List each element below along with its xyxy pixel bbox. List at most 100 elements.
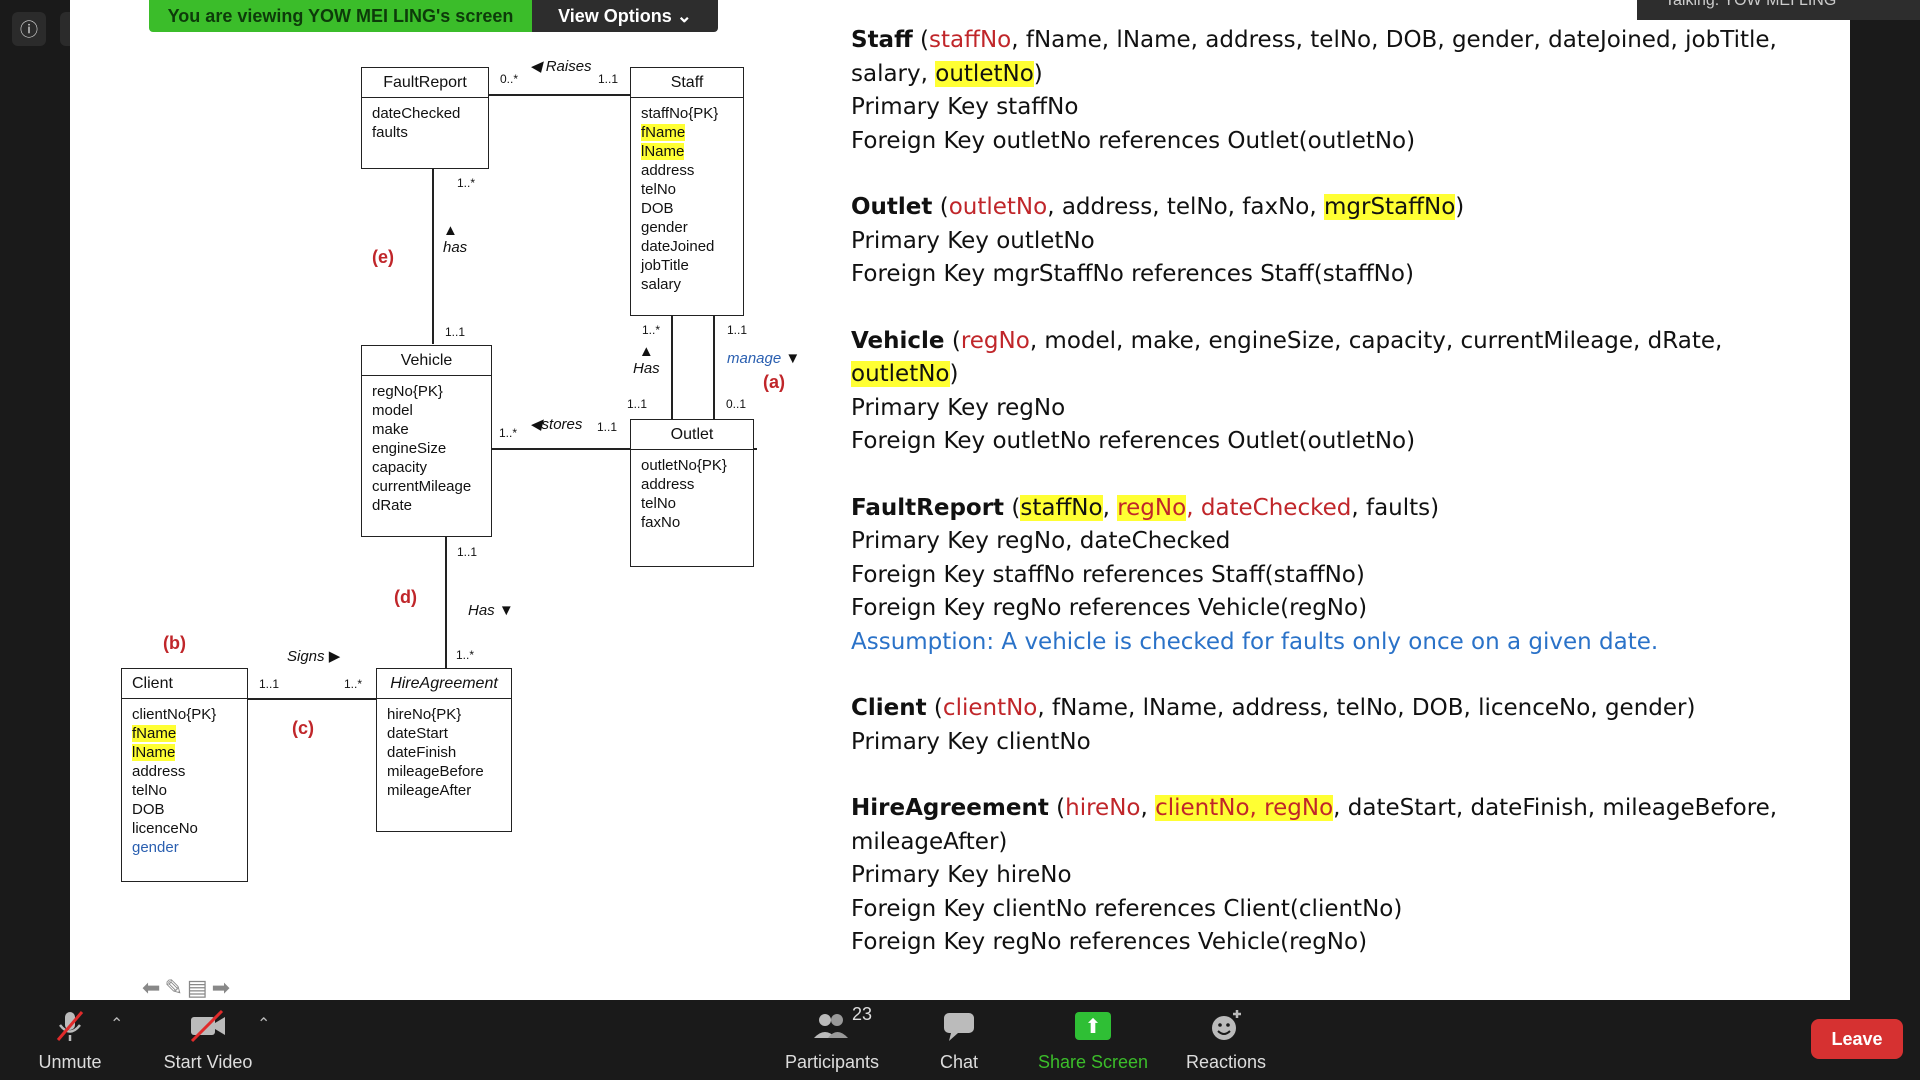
attr: staffNo{PK} (641, 105, 719, 122)
label-b: (b) (163, 633, 186, 653)
schema-heading: Outlet (outletNo, address, telNo, faxNo,… (851, 194, 1465, 220)
chat-bubble-icon (941, 1006, 977, 1046)
attributes: , model, make, engineSize, capacity, cur… (1029, 327, 1723, 354)
line-has-e (432, 168, 434, 344)
attr: mileageAfter (387, 782, 472, 799)
info-icon[interactable]: ⓘ (12, 12, 46, 46)
note-icon[interactable]: ▤ (186, 975, 208, 1000)
multiplicity: 1..1 (727, 323, 748, 337)
relation-name: FaultReport (851, 494, 1005, 521)
attr: dateStart (387, 725, 448, 742)
multiplicity: 1..1 (597, 420, 618, 434)
fk-line: Foreign Key regNo references Vehicle(reg… (851, 929, 1368, 955)
start-video-button[interactable]: Start Video (158, 1006, 258, 1073)
shared-screen-slide: FaultReport dateChecked faults Staff sta… (70, 0, 1850, 1000)
multiplicity: 0..1 (726, 397, 747, 411)
unmute-button[interactable]: Unmute (30, 1006, 110, 1073)
view-options-button[interactable]: View Options ⌄ (532, 0, 718, 32)
video-options-caret[interactable]: ⌃ (257, 1016, 271, 1033)
foreign-key: regNo (1117, 494, 1187, 521)
fk-line: Foreign Key staffNo references Staff(sta… (851, 561, 1365, 588)
foreign-key: clientNo, regNo (1155, 795, 1334, 821)
label-e: (e) (372, 247, 394, 267)
meeting-toolbar: Unmute ⌃ Start Video ⌃ 23 Participants C… (0, 1000, 1920, 1080)
schema-heading: Staff (staffNo, fName, lName, address, t… (851, 27, 1777, 87)
entity-attributes: outletNo{PK} address telNo faxNo (631, 450, 753, 538)
line-stores (490, 448, 757, 450)
rel-text: Raises (545, 58, 592, 75)
arrow-right-icon[interactable]: ➡ (211, 975, 231, 1000)
label-c: (c) (292, 718, 314, 738)
schema-heading: Client (clientNo, fName, lName, address,… (851, 695, 1696, 721)
attr: DOB (641, 200, 674, 217)
reactions-button[interactable]: Reactions (1176, 1006, 1276, 1073)
participants-button[interactable]: 23 Participants (782, 1004, 882, 1073)
pencil-icon[interactable]: ✎ (164, 975, 183, 1000)
primary-key: hireNo (1065, 795, 1141, 821)
entity-title: Vehicle (362, 346, 491, 376)
attr: clientNo{PK} (132, 706, 217, 723)
attr: telNo (132, 782, 168, 799)
schema-fault-report: FaultReport (staffNo, regNo, dateChecked… (851, 492, 1811, 660)
leave-button[interactable]: Leave (1811, 1019, 1903, 1059)
chat-button[interactable]: Chat (919, 1006, 999, 1073)
schema-hire-agreement: HireAgreement (hireNo, clientNo, regNo, … (851, 792, 1811, 960)
schema-vehicle: Vehicle (regNo, model, make, engineSize,… (851, 325, 1811, 459)
share-screen-button[interactable]: ⬆ Share Screen (1033, 1006, 1153, 1073)
attributes: , fName, lName, address, telNo, DOB, lic… (1037, 695, 1696, 721)
attr: currentMileage (372, 478, 472, 495)
primary-key: regNo (960, 327, 1030, 354)
label-d: (d) (394, 587, 417, 607)
talking-text: Talking: YOW MEI LING (1665, 0, 1837, 9)
entity-attributes: dateChecked faults (362, 98, 488, 148)
attr: model (372, 402, 413, 419)
chat-label: Chat (939, 1052, 979, 1072)
rel-text: Signs (287, 648, 325, 665)
smiley-plus-icon (1208, 1006, 1244, 1046)
attr: dateJoined (641, 238, 715, 255)
viewing-screen-banner: You are viewing YOW MEI LING's screen (149, 0, 532, 32)
attr: gender (641, 219, 688, 236)
attr: lName (641, 142, 733, 161)
entity-title: Staff (631, 68, 743, 98)
schema-heading-cont: outletNo) (851, 361, 959, 387)
multiplicity: 1..1 (598, 72, 619, 86)
attr: telNo (641, 181, 677, 198)
foreign-key: mgrStaffNo (1323, 194, 1456, 220)
attributes: , faults) (1351, 494, 1440, 521)
attr-highlight: fName (132, 725, 177, 742)
participants-label: Participants (784, 1052, 880, 1072)
entity-title: Outlet (631, 420, 753, 450)
rel-text: stores (541, 416, 583, 433)
entity-vehicle: Vehicle regNo{PK} model make engineSize … (361, 345, 492, 537)
rel-text: Has (633, 360, 660, 377)
attr: salary (641, 276, 682, 293)
relationship-raises: ◀ Raises (530, 58, 592, 75)
arrow-left-icon[interactable]: ⬅ (142, 975, 161, 1000)
attributes: , fName, lName, address, telNo, DOB, gen… (851, 27, 1777, 87)
relational-schema: Staff (staffNo, fName, lName, address, t… (851, 24, 1811, 993)
attr: address (641, 476, 695, 493)
line-signs (248, 698, 376, 700)
fk-line: Foreign Key clientNo references Client(c… (851, 895, 1403, 922)
relation-name: Client (851, 695, 927, 721)
audio-options-caret[interactable]: ⌃ (110, 1016, 124, 1033)
attr-highlight: lName (132, 744, 176, 761)
multiplicity: 1..* (457, 176, 476, 190)
unmute-label: Unmute (38, 1052, 102, 1072)
relationship-stores: ◀stores (530, 416, 583, 433)
primary-key: staffNo (929, 27, 1012, 53)
relationship-manage: manage ▼ (727, 350, 801, 367)
line-manage (713, 315, 715, 419)
video-camera-off-icon (188, 1006, 228, 1046)
share-screen-label: Share Screen (1037, 1052, 1149, 1072)
schema-heading: HireAgreement (hireNo, clientNo, regNo, … (851, 795, 1778, 821)
relationship-staff-outlet-has: ▲Has (633, 343, 660, 377)
fk-line: Foreign Key outletNo references Outlet(o… (851, 428, 1416, 454)
pk-line: Primary Key regNo, dateChecked (851, 528, 1231, 554)
attr: fName (132, 724, 237, 743)
attr: lName (132, 743, 237, 762)
foreign-key: staffNo (1020, 494, 1103, 521)
relationship-has-e: ▲has (443, 222, 468, 256)
share-screen-icon: ⬆ (1075, 1012, 1111, 1040)
